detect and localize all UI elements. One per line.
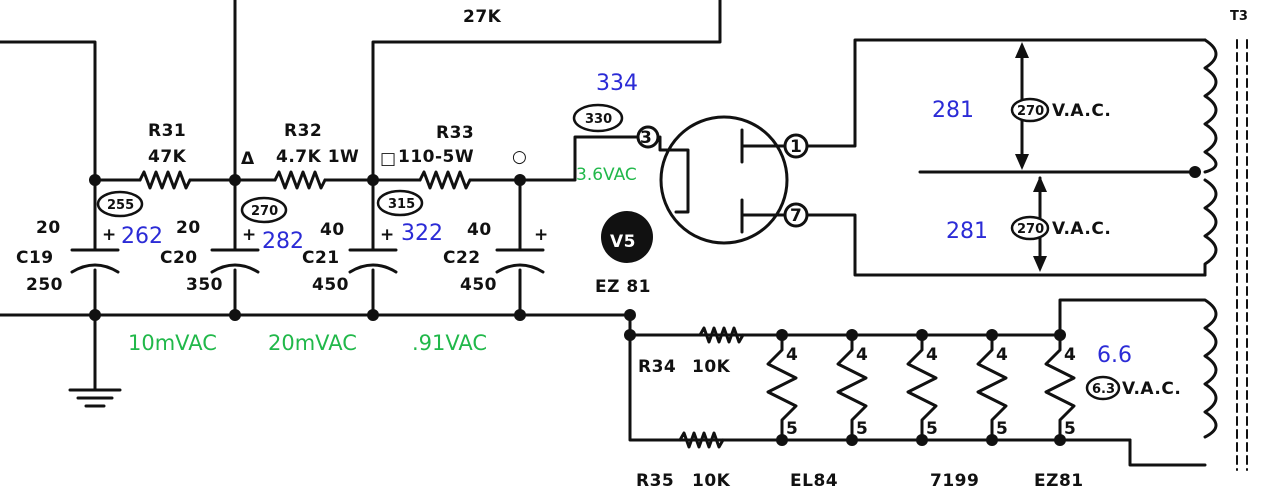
measured-c22-ripple: .91VAC [412,331,487,355]
c21-name-label: C21 [302,248,340,268]
transformer-name-label: T3 [1230,9,1248,24]
printed-cathode-voltage: 330 [585,112,612,127]
measured-c20-ripple: 10mVAC [128,331,217,355]
c19-name-label: C19 [16,248,54,268]
junction-dots [89,166,1201,446]
svg-text:+: + [242,225,257,245]
c22-volt-label: 450 [460,275,497,295]
r31-value-label: 47K [148,147,187,167]
r31-name-label: R31 [148,121,186,141]
heater-pin-bottom-4: 5 [996,419,1008,439]
tube-name-label: V5 [610,232,636,252]
measured-cathode-dc: 334 [596,71,638,96]
c21-cap-label: 40 [320,220,345,240]
filament-vac-unit: V.A.C. [1122,379,1181,399]
resistor-r34 [698,326,745,344]
heater-pin-top-4: 4 [996,345,1008,365]
c22-name-label: C22 [443,248,481,268]
node-marker-c: ○ [512,147,527,167]
printed-filament-voltage: 6.3 [1092,382,1115,397]
measured-cathode-ripple: 3.6VAC [576,165,637,185]
heater-tube-label-ez81: EZ81 [1034,471,1084,491]
tube-v5-badge [601,211,653,263]
printed-hv-lower-voltage: 270 [1017,222,1044,237]
measured-hv-lower-dc: 281 [946,219,988,244]
tube-pin-7-label: 7 [790,206,802,226]
wires [0,0,1207,467]
capacitor-c22 [495,248,545,274]
c22-cap-label: 40 [467,220,492,240]
c21-volt-label: 450 [312,275,349,295]
measured-c19-dc: 262 [121,224,163,249]
r32-name-label: R32 [284,121,322,141]
printed-c20-voltage: 270 [251,204,278,219]
heater-pin-top-3: 4 [926,345,938,365]
resistor-r35 [678,431,725,449]
printed-c19-voltage: 255 [107,198,134,213]
resistor-r31 [138,170,192,190]
resistor-r32 [273,170,327,190]
r27k-value-label: 27K [463,7,502,27]
hv-upper-vac-unit: V.A.C. [1052,101,1111,121]
node-marker-b: □ [380,149,397,169]
printed-c21-voltage: 315 [388,197,415,212]
r33-name-label: R33 [436,123,474,143]
r34-name-label: R34 [638,357,676,377]
svg-text:+: + [534,225,549,245]
tube-pin-cathode-label: 3 [640,128,652,148]
capacitor-c20 [210,248,260,274]
measured-hv-upper-dc: 281 [932,98,974,123]
heater-pin-top-5: 4 [1064,345,1076,365]
resistor-r33 [418,170,472,190]
heater-pin-top-1: 4 [786,345,798,365]
printed-voltage-ovals [96,97,1121,401]
measured-filament-dc: 6.6 [1097,343,1132,368]
r35-value-label: 10K [692,471,731,491]
heater-pin-bottom-2: 5 [856,419,868,439]
c19-volt-label: 250 [26,275,63,295]
measured-c20-dc: 282 [262,229,304,254]
printed-labels: 27K R31 47K R32 4.7K 1W R33 110-5W Δ □ ○… [16,7,1248,491]
node-marker-a: Δ [241,149,255,169]
svg-text:+: + [380,225,395,245]
heater-pin-top-2: 4 [856,345,868,365]
heater-pin-bottom-5: 5 [1064,419,1076,439]
printed-hv-upper-voltage: 270 [1017,104,1044,119]
rectifier-tube [636,115,809,245]
tube-type-label: EZ 81 [595,277,651,297]
tube-pin-1-label: 1 [790,137,802,157]
c19-cap-label: 20 [36,218,61,238]
heater-pin-bottom-1: 5 [786,419,798,439]
c20-name-label: C20 [160,248,198,268]
heater-pin-bottom-3: 5 [926,419,938,439]
capacitor-c21 [348,248,398,274]
c20-volt-label: 350 [186,275,223,295]
ground-symbol [68,388,122,408]
svg-text:+: + [102,225,117,245]
measured-c21-ripple: 20mVAC [268,331,357,355]
measured-ripple-annotations: 3.6VAC 10mVAC 20mVAC .91VAC [128,165,637,355]
measured-dc-annotations: 334 262 282 322 281 281 6.6 [121,71,1132,368]
r35-name-label: R35 [636,471,674,491]
r32-value-label: 4.7K 1W [276,147,359,167]
r34-value-label: 10K [692,357,731,377]
r33-value-label: 110-5W [398,147,474,167]
heater-filaments [766,333,1076,442]
heater-tube-label-el84: EL84 [790,471,838,491]
measured-c21-dc: 322 [401,221,443,246]
transformer-t3 [1128,38,1248,471]
capacitor-c19 [70,248,120,274]
c20-cap-label: 20 [176,218,201,238]
hv-lower-vac-unit: V.A.C. [1052,219,1111,239]
printed-voltage-values: 330 255 270 315 270 270 6.3 [107,104,1115,397]
heater-tube-label-7199: 7199 [930,471,979,491]
